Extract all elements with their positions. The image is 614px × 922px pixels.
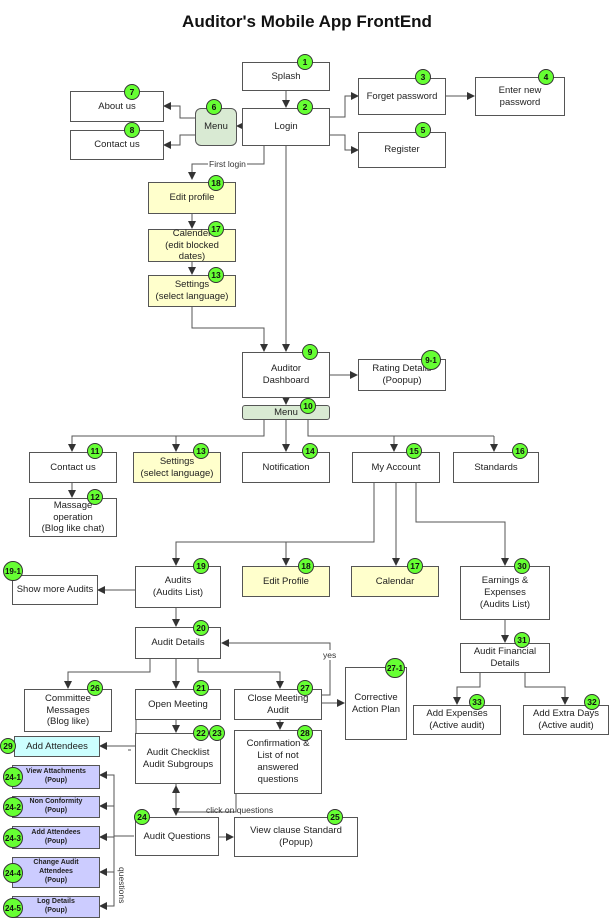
badge-committee-messages: 26 bbox=[87, 680, 103, 696]
earnings-expenses-node: Earnings & Expenses (Audits List) bbox=[460, 566, 550, 620]
badge-massage-operation: 12 bbox=[87, 489, 103, 505]
badge-about-us: 7 bbox=[124, 84, 140, 100]
badge-register: 5 bbox=[415, 122, 431, 138]
non-conformity-node: Non Conformity (Poup) bbox=[12, 796, 100, 818]
log-details-node: Log Details (Poup) bbox=[12, 896, 100, 918]
splash-node: Splash bbox=[242, 62, 330, 91]
badge-earnings-expenses: 30 bbox=[514, 558, 530, 574]
diagram-title: Auditor's Mobile App FrontEnd bbox=[182, 12, 432, 31]
badge-contact-us-top: 8 bbox=[124, 122, 140, 138]
edit-profile-top-node: Edit profile bbox=[148, 182, 236, 214]
contact-us-top-node: Contact us bbox=[70, 130, 164, 160]
menu-dashboard-node: Menu bbox=[242, 405, 330, 420]
badge-menu-main: 6 bbox=[206, 99, 222, 115]
view-attachments-node: View Attachments (Poup) bbox=[12, 765, 100, 789]
badge-menu-dashboard: 10 bbox=[300, 398, 316, 414]
contact-us-node: Contact us bbox=[29, 452, 117, 483]
auditor-dashboard-node: Auditor Dashboard bbox=[242, 352, 330, 398]
badge-add-attendees: 29 bbox=[0, 738, 16, 754]
login-node: Login bbox=[242, 108, 330, 146]
audits-node: Audits (Audits List) bbox=[135, 566, 221, 608]
calendar-node: Calendar bbox=[351, 566, 439, 597]
badge-edit-profile-top: 18 bbox=[208, 175, 224, 191]
yes-label: yes bbox=[322, 650, 338, 660]
badge-auditor-dashboard: 9 bbox=[302, 344, 318, 360]
badge-audits: 19 bbox=[193, 558, 209, 574]
badge-add-extra-days: 32 bbox=[584, 694, 600, 710]
audit-checklist-node: Audit Checklist Audit Subgroups bbox=[135, 733, 221, 784]
add-attendees-node: Add Attendees bbox=[14, 736, 100, 757]
badge-view-attachments: 24-1 bbox=[3, 767, 23, 787]
calendar-top-node: Calender (edit blocked dates) bbox=[148, 228, 236, 262]
confirmation-node: Confirmation & List of not answered ques… bbox=[234, 730, 322, 794]
add-attendees-popup-node: Add Attendees (Poup) bbox=[12, 826, 100, 849]
edit-profile-node: Edit Profile bbox=[242, 566, 330, 597]
audit-questions-node: Audit Questions bbox=[135, 817, 219, 856]
badge-notification: 14 bbox=[302, 443, 318, 459]
show-more-audits-node: Show more Audits bbox=[12, 575, 98, 605]
badge-splash: 1 bbox=[297, 54, 313, 70]
badge-audit-details: 20 bbox=[193, 620, 209, 636]
massage-operation-node: Massage operation (Blog like chat) bbox=[29, 498, 117, 537]
badge-open-meeting: 21 bbox=[193, 680, 209, 696]
badge-audit-checklist-22: 22 bbox=[193, 725, 209, 741]
badge-close-meeting-audit: 27 bbox=[297, 680, 313, 696]
badge-corrective-action-plan: 27-1 bbox=[385, 658, 405, 678]
notification-node: Notification bbox=[242, 452, 330, 483]
badge-standards: 16 bbox=[512, 443, 528, 459]
my-account-node: My Account bbox=[352, 452, 440, 483]
audit-details-node: Audit Details bbox=[135, 627, 221, 659]
enter-new-password-node: Enter new password bbox=[475, 77, 565, 116]
badge-audit-financial-details: 31 bbox=[514, 632, 530, 648]
badge-settings-top: 13 bbox=[208, 267, 224, 283]
badge-confirmation: 28 bbox=[297, 725, 313, 741]
corrective-action-plan-node: Corrective Action Plan bbox=[345, 667, 407, 740]
badge-forget-password: 3 bbox=[415, 69, 431, 85]
settings-node: Settings (select language) bbox=[133, 452, 221, 483]
badge-add-attendees-popup: 24-3 bbox=[3, 828, 23, 848]
questions-label: questions bbox=[117, 867, 127, 904]
badge-calendar: 17 bbox=[407, 558, 423, 574]
change-audit-attendees-node: Change Audit Attendees (Poup) bbox=[12, 857, 100, 888]
click-on-questions-label: click on questions bbox=[206, 805, 274, 815]
register-node: Register bbox=[358, 132, 446, 168]
badge-my-account: 15 bbox=[406, 443, 422, 459]
badge-calendar-top: 17 bbox=[208, 221, 224, 237]
badge-log-details: 24-5 bbox=[3, 898, 23, 918]
audit-financial-details-node: Audit Financial Details bbox=[460, 643, 550, 673]
forget-password-node: Forget password bbox=[358, 78, 446, 115]
badge-view-clause-standard: 25 bbox=[327, 809, 343, 825]
add-expenses-node: Add Expenses (Active audit) bbox=[413, 705, 501, 735]
badge-audit-questions: 24 bbox=[134, 809, 150, 825]
badge-enter-new-password: 4 bbox=[538, 69, 554, 85]
standards-node: Standards bbox=[453, 452, 539, 483]
badge-contact-us: 11 bbox=[87, 443, 103, 459]
badge-show-more-audits: 19-1 bbox=[3, 561, 23, 581]
badge-settings: 13 bbox=[193, 443, 209, 459]
committee-messages-node: Committee Messages (Blog like) bbox=[24, 689, 112, 732]
badge-change-audit-attendees: 24-4 bbox=[3, 863, 23, 883]
add-extra-days-node: Add Extra Days (Active audit) bbox=[523, 705, 609, 735]
badge-edit-profile: 18 bbox=[298, 558, 314, 574]
open-meeting-node: Open Meeting bbox=[135, 689, 221, 720]
badge-non-conformity: 24-2 bbox=[3, 797, 23, 817]
about-us-node: About us bbox=[70, 91, 164, 122]
settings-top-node: Settings (select language) bbox=[148, 275, 236, 307]
badge-login: 2 bbox=[297, 99, 313, 115]
first-login-label: First login bbox=[208, 159, 247, 169]
badge-audit-checklist-23: 23 bbox=[209, 725, 225, 741]
badge-rating-details: 9-1 bbox=[421, 350, 441, 370]
badge-add-expenses: 33 bbox=[469, 694, 485, 710]
